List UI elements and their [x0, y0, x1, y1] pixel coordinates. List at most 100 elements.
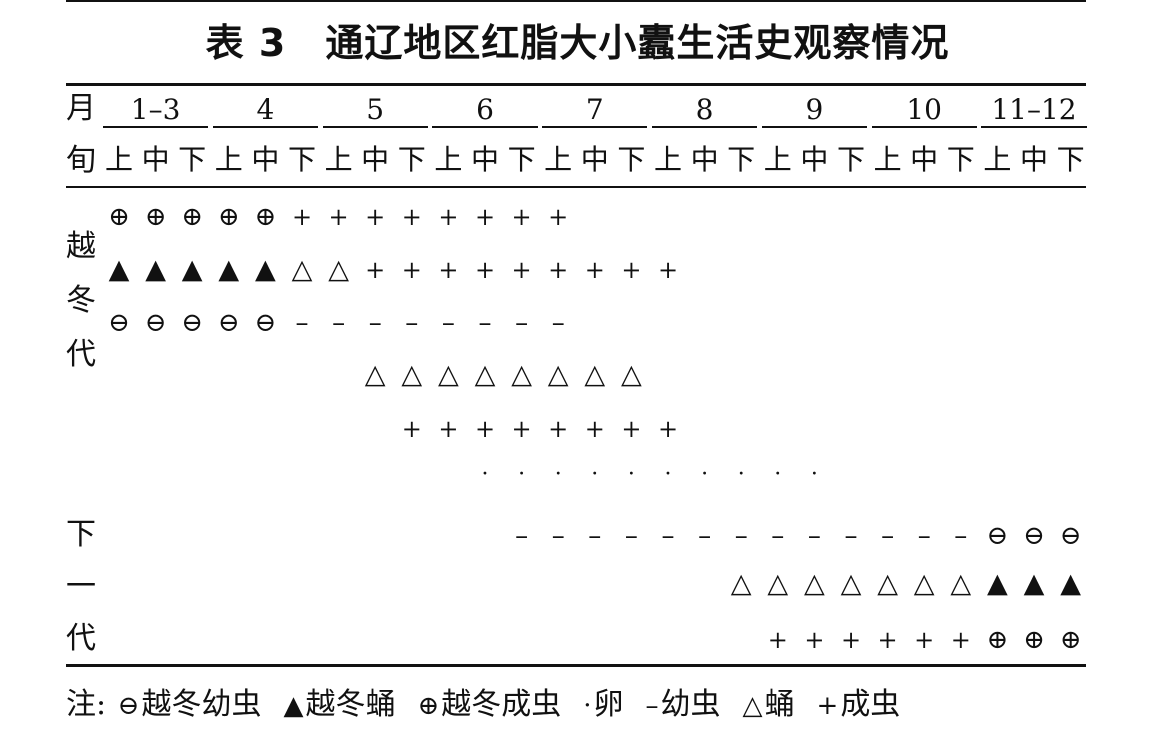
- month-underline: [212, 126, 318, 128]
- ten-day-header: 上: [983, 143, 1012, 176]
- legend-label: 卵: [593, 687, 624, 722]
- larva-mark: –: [954, 521, 968, 551]
- pupa-mark: △: [877, 568, 898, 599]
- month-header: 7: [585, 93, 604, 126]
- larva-mark: –: [734, 521, 748, 551]
- ten-day-header: 上: [434, 143, 463, 176]
- ten-day-header: 中: [910, 143, 939, 176]
- adult-mark: +: [438, 203, 459, 231]
- month-header: 9: [805, 93, 824, 126]
- ten-day-header: 上: [873, 143, 902, 176]
- overwinter-larva-mark: ⊖: [144, 308, 167, 338]
- adult-mark: +: [621, 256, 642, 284]
- adult-mark: +: [328, 203, 349, 231]
- larva-mark: –: [405, 308, 419, 338]
- pupa-mark: △: [328, 254, 349, 285]
- adult-mark: +: [401, 203, 422, 231]
- month-underline: [871, 126, 977, 128]
- month-header: 11–12: [991, 93, 1077, 126]
- larva-mark: –: [515, 308, 529, 338]
- header-bottom-rule: [66, 186, 1086, 188]
- legend-symbol: +: [816, 691, 839, 721]
- month-header: 8: [695, 93, 714, 126]
- egg-mark: ·: [627, 462, 635, 487]
- larva-mark: –: [844, 521, 858, 551]
- legend-symbol: △: [742, 691, 763, 721]
- adult-mark: +: [511, 203, 532, 231]
- legend-symbol: –: [645, 691, 659, 721]
- ten-day-header: 下: [507, 143, 536, 176]
- overwinter-larva-mark: ⊖: [1059, 521, 1082, 551]
- pupa-mark: △: [804, 568, 825, 599]
- adult-mark: +: [657, 256, 679, 284]
- overwinter-adult-mark: ⊕: [181, 202, 204, 232]
- adult-mark: +: [840, 626, 862, 654]
- overwinter-pupa-mark: ▲: [181, 254, 203, 285]
- overwinter-adult-mark: ⊕: [108, 202, 130, 232]
- month-header: 5: [366, 93, 385, 126]
- legend-label: 蛹: [764, 687, 795, 722]
- larva-mark: –: [441, 308, 455, 338]
- larva-mark: –: [551, 521, 565, 551]
- adult-mark: +: [657, 415, 679, 443]
- adult-mark: +: [584, 415, 605, 443]
- adult-mark: +: [548, 203, 569, 231]
- adult-mark: +: [365, 256, 386, 284]
- ten-day-header: 中: [141, 143, 170, 176]
- ten-day-row-label: 旬: [66, 143, 96, 178]
- egg-mark: ·: [737, 462, 745, 487]
- larva-mark: –: [515, 521, 529, 551]
- ten-day-header: 上: [763, 143, 792, 176]
- overwinter-larva-mark: ⊖: [181, 308, 204, 338]
- larva-mark: –: [624, 521, 638, 551]
- adult-mark: +: [511, 256, 532, 284]
- pupa-mark: △: [621, 359, 642, 390]
- overwinter-adult-mark: ⊕: [254, 202, 277, 232]
- month-header: 10: [906, 93, 943, 126]
- legend-label: 越冬成虫: [441, 687, 562, 722]
- month-header: 1–3: [130, 93, 181, 126]
- top-rule: [66, 0, 1086, 2]
- overwinter-larva-mark: ⊖: [1023, 521, 1045, 551]
- adult-mark: +: [621, 415, 642, 443]
- overwinter-pupa-mark: ▲: [218, 254, 240, 285]
- legend-label: 成虫: [840, 687, 901, 722]
- adult-mark: +: [474, 203, 496, 231]
- month-underline: [322, 126, 428, 128]
- pupa-mark: △: [913, 568, 935, 599]
- larva-mark: –: [917, 521, 931, 551]
- adult-mark: +: [438, 256, 459, 284]
- adult-mark: +: [914, 626, 935, 654]
- egg-mark: ·: [481, 462, 489, 487]
- ten-day-header: 中: [800, 143, 829, 176]
- larva-mark: –: [807, 521, 821, 551]
- month-underline: [652, 126, 758, 128]
- month-row-label: 月: [66, 91, 96, 126]
- ten-day-header: 下: [946, 143, 975, 176]
- pupa-mark: △: [840, 568, 862, 599]
- overwinter-larva-mark: ⊖: [254, 308, 277, 338]
- overwinter-adult-mark: ⊕: [217, 202, 240, 232]
- egg-mark: ·: [701, 462, 709, 487]
- egg-mark: ·: [591, 462, 599, 487]
- egg-mark: ·: [518, 462, 526, 487]
- ten-day-header: 中: [690, 143, 719, 176]
- ten-day-header: 上: [324, 143, 353, 176]
- pupa-mark: △: [401, 359, 423, 390]
- adult-mark: +: [291, 203, 313, 231]
- larva-mark: –: [698, 521, 712, 551]
- larva-mark: –: [295, 308, 309, 338]
- adult-mark: +: [474, 415, 496, 443]
- overwinter-pupa-mark: ▲: [145, 254, 166, 285]
- larva-mark: –: [881, 521, 895, 551]
- ten-day-header: 上: [214, 143, 243, 176]
- ten-day-header: 上: [544, 143, 573, 176]
- larva-mark: –: [771, 521, 785, 551]
- overwinter-adult-mark: ⊕: [1059, 625, 1082, 655]
- group-label-next-gen-2: 一: [66, 569, 96, 604]
- adult-mark: +: [548, 415, 569, 443]
- pupa-mark: △: [950, 568, 972, 599]
- ten-day-header: 下: [397, 143, 426, 176]
- group-label-overwintering-3: 代: [66, 337, 96, 372]
- ten-day-header: 下: [178, 143, 207, 176]
